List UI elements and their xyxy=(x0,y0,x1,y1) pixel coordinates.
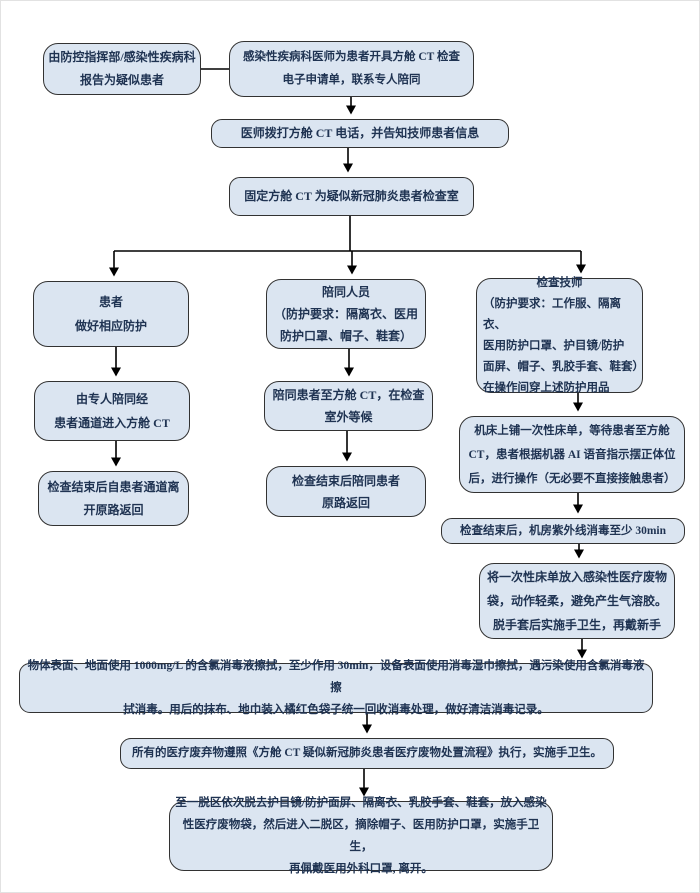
node-line: 性医疗废物袋，然后进入二脱区，摘除帽子、医用防护口罩，实施手卫生， xyxy=(182,819,540,853)
node-patient-role: 患者 做好相应防护 xyxy=(33,281,189,347)
node-line: 开原路返回 xyxy=(83,502,144,517)
node-order-request: 感染性疾病科医师为患者开具方舱 CT 检查 电子申请单，联系专人陪同 xyxy=(229,41,474,97)
node-line: 至一脱区依次脱去护目镜/防护面屏、隔离衣、乳胶手套、鞋套，放入感染 xyxy=(175,797,547,809)
node-line: 医师拨打方舱 CT 电话，并告知技师患者信息 xyxy=(240,126,480,140)
node-line: 袋，动作轻柔，避免产生气溶胶。 xyxy=(486,594,667,608)
node-doffing-exit: 至一脱区依次脱去护目镜/防护面屏、隔离衣、乳胶手套、鞋套，放入感染 性医疗废物袋… xyxy=(169,797,553,875)
node-escort-return: 检查结束后陪同患者 原路返回 xyxy=(266,466,426,517)
node-line: 将一次性床单放入感染性医疗废物 xyxy=(486,570,667,584)
node-fixed-ct-room: 固定方舱 CT 为疑似新冠肺炎患者检查室 xyxy=(229,177,474,216)
node-line: CT，患者根据机器 AI 语音指示摆正体位 xyxy=(468,448,676,461)
node-line: 室外等候 xyxy=(324,410,373,424)
node-report-source: 由防控指挥部/感染性疾病科 报告为疑似患者 xyxy=(43,43,201,95)
node-line: 由防控指挥部/感染性疾病科 xyxy=(48,50,196,64)
node-line: 脱手套后实施手卫生，再戴新手 xyxy=(492,618,661,632)
node-technician-operate: 机床上铺一次性床单，等待患者至方舱 CT，患者根据机器 AI 语音指示摆正体位 … xyxy=(459,416,685,493)
node-line: 陪同人员 xyxy=(321,285,370,299)
node-line: 防护口罩、帽子、鞋套） xyxy=(279,329,412,343)
node-surface-disinfect: 物体表面、地面使用 1000mg/L 的含氯消毒液擦拭，至少作用 30min，设… xyxy=(19,660,653,716)
node-line: 机床上铺一次性床单，等待患者至方舱 xyxy=(474,424,670,437)
node-line: 陪同患者至方舱 CT，在检查 xyxy=(272,388,425,402)
node-line: 物体表面、地面使用 1000mg/L 的含氯消毒液擦拭，至少作用 30min，设… xyxy=(27,660,645,694)
node-line: 再佩戴医用外科口罩, 离开。 xyxy=(289,863,433,875)
node-line: 患者通道进入方舱 CT xyxy=(54,416,170,430)
node-line: 感染性疾病科医师为患者开具方舱 CT 检查 xyxy=(242,51,460,63)
node-line: 检查结束后自患者通道离 xyxy=(47,479,180,494)
node-line: 在操作间穿上述防护用品 xyxy=(483,381,610,394)
node-line: 由专人陪同经 xyxy=(75,392,148,406)
node-patient-return: 检查结束后自患者通道离 开原路返回 xyxy=(38,471,189,526)
node-sheet-disposal: 将一次性床单放入感染性医疗废物 袋，动作轻柔，避免产生气溶胶。 脱手套后实施手卫… xyxy=(479,563,675,639)
node-line: 电子申请单，联系专人陪同 xyxy=(282,74,421,86)
node-waste-policy: 所有的医疗废弃物遵照《方舱 CT 疑似新冠肺炎患者医疗废物处置流程》执行，实施手… xyxy=(120,738,614,769)
node-line: 报告为疑似患者 xyxy=(79,73,164,87)
node-line: 患者 xyxy=(98,295,123,309)
node-line: 检查结束后，机房紫外线消毒至少 30min xyxy=(459,524,667,537)
node-line: 原路返回 xyxy=(321,495,370,510)
node-line: 检查技师 xyxy=(536,276,583,289)
node-line: 面屏、帽子、乳胶手套、鞋套） xyxy=(483,360,644,373)
node-uv-disinfect: 检查结束后，机房紫外线消毒至少 30min xyxy=(441,518,685,544)
node-call-technician: 医师拨打方舱 CT 电话，并告知技师患者信息 xyxy=(211,119,509,148)
node-line: 医用防护口罩、护目镜/防护 xyxy=(483,339,625,352)
node-line: （防护要求：工作服、隔离衣、 xyxy=(483,297,621,331)
node-escort-wait: 陪同患者至方舱 CT，在检查 室外等候 xyxy=(264,381,433,431)
node-line: 所有的医疗废弃物遵照《方舱 CT 疑似新冠肺炎患者医疗废物处置流程》执行，实施手… xyxy=(131,747,602,759)
node-technician-role: 检查技师 （防护要求：工作服、隔离衣、 医用防护口罩、护目镜/防护 面屏、帽子、… xyxy=(476,277,644,394)
node-line: 拭消毒。用后的抹布、地巾装入橘红色袋子统一回收消毒处理，做好清洁消毒记录。 xyxy=(123,704,549,716)
node-line: 做好相应防护 xyxy=(74,319,147,333)
node-patient-enter: 由专人陪同经 患者通道进入方舱 CT xyxy=(34,381,190,441)
node-line: 固定方舱 CT 为疑似新冠肺炎患者检查室 xyxy=(244,189,459,203)
node-line: 检查结束后陪同患者 xyxy=(291,473,400,488)
node-line: 后，进行操作（无必要不直接接触患者） xyxy=(468,472,676,485)
node-line: （防护要求：隔离衣、医用 xyxy=(273,307,418,321)
node-escort-role: 陪同人员 （防护要求：隔离衣、医用 防护口罩、帽子、鞋套） xyxy=(266,279,426,349)
